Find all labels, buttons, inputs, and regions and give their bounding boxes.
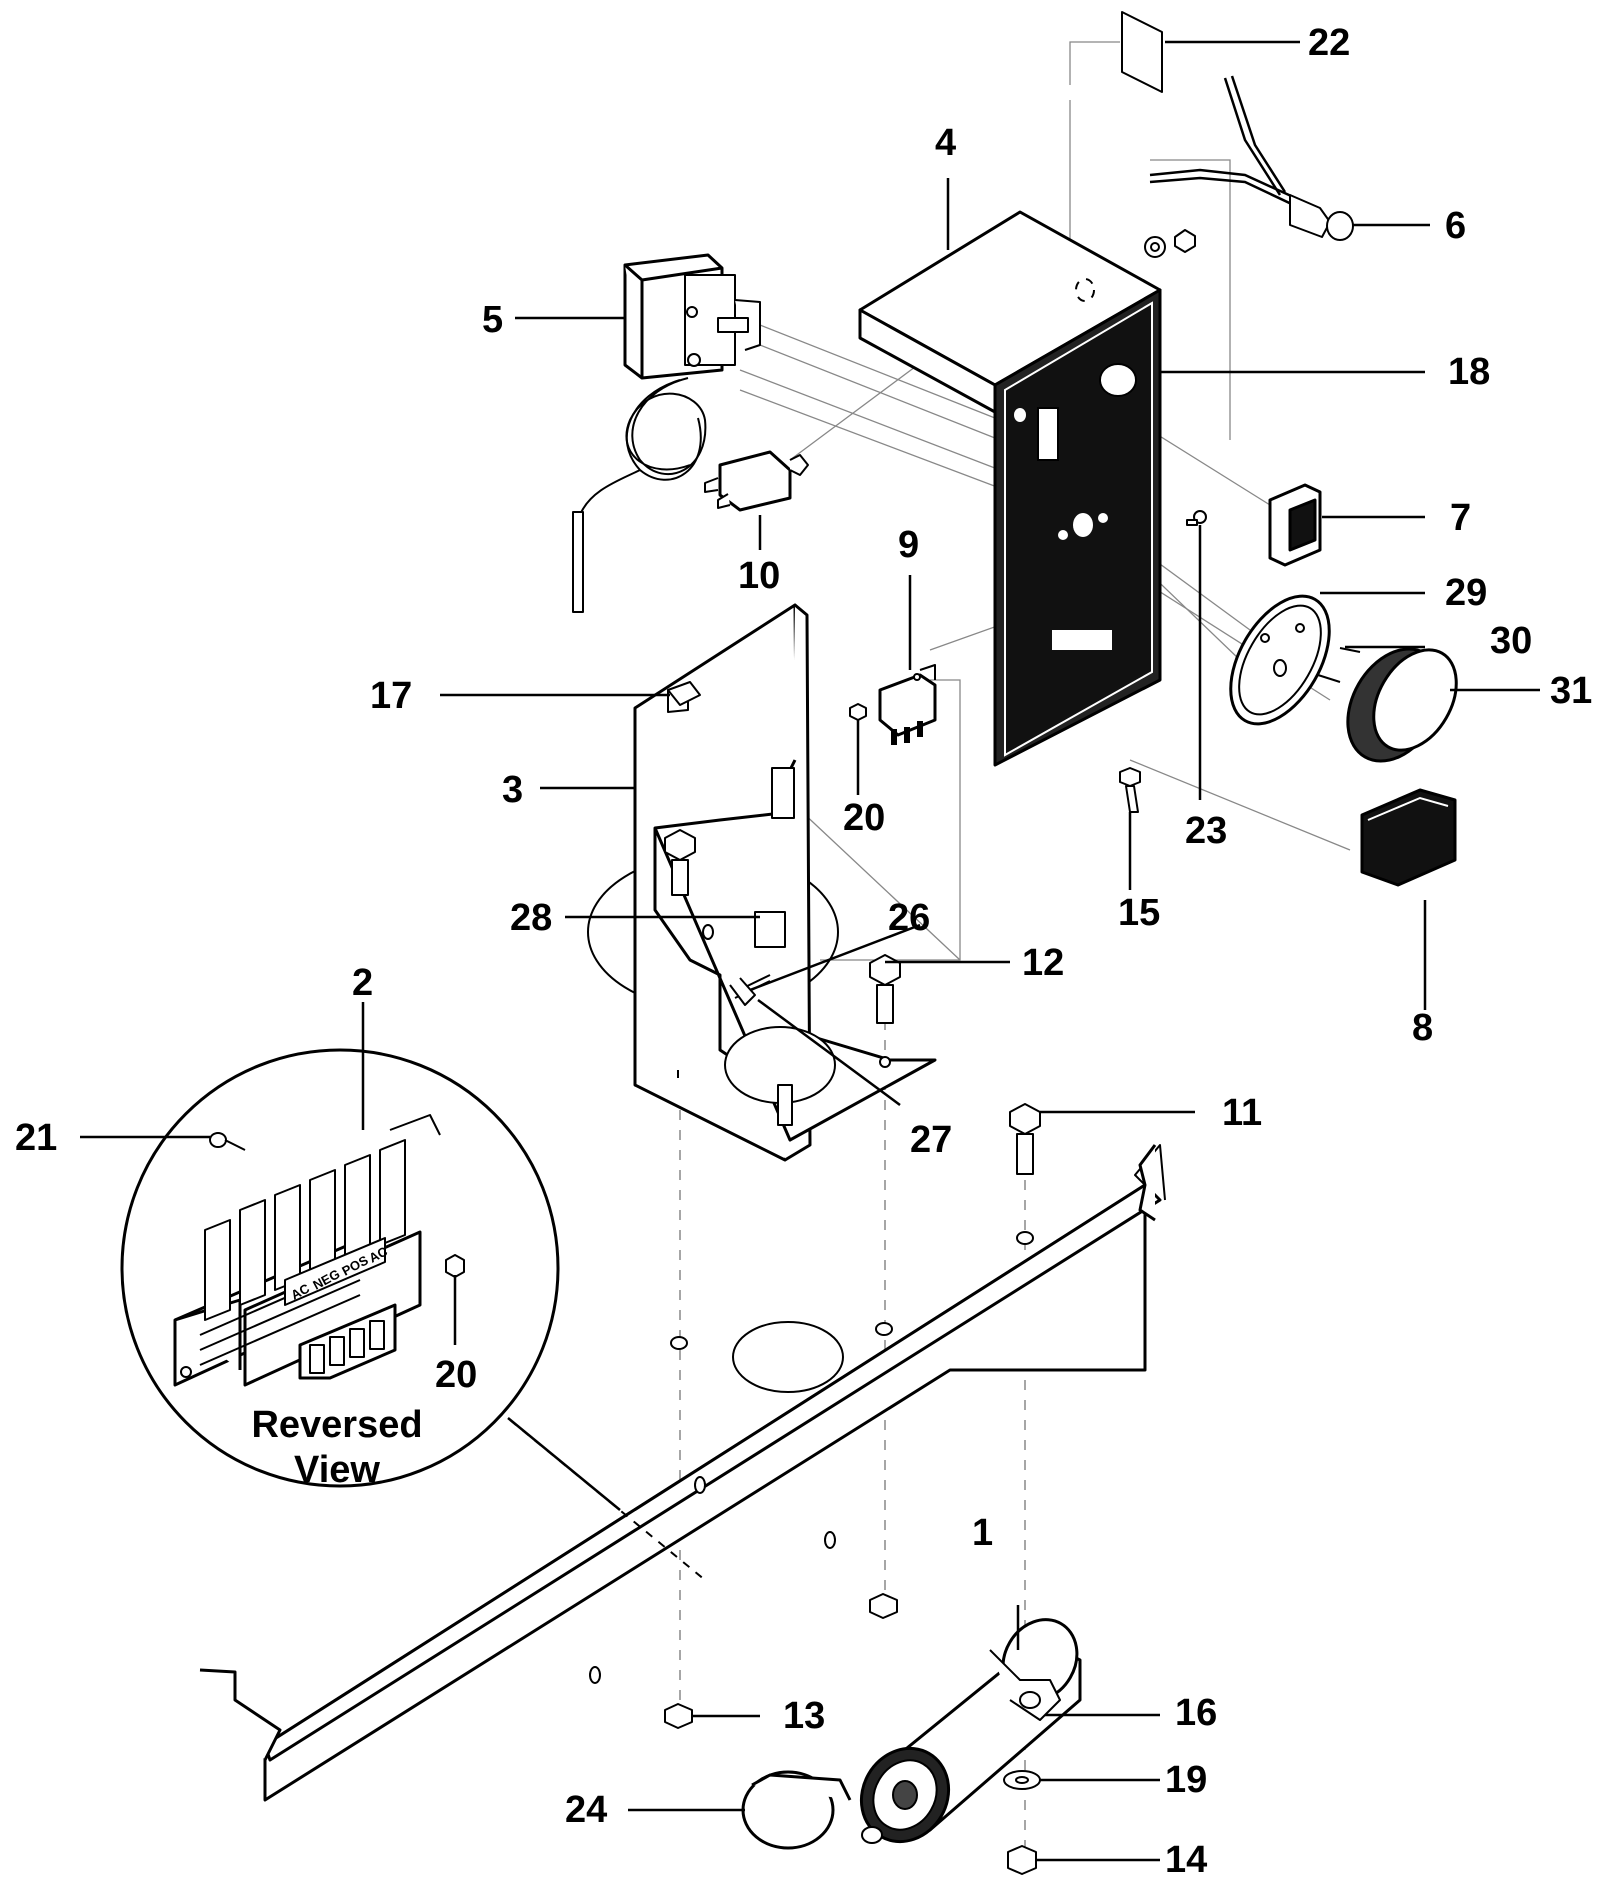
callout-21: 21: [15, 1117, 57, 1159]
callout-10: 10: [738, 555, 780, 597]
callout-20-upper: 20: [843, 797, 885, 839]
callout-3: 3: [502, 769, 523, 811]
callout-5: 5: [482, 299, 503, 341]
callout-numbers: 22 4 6 5 18 7 9 10 29 30 31 17 3 20 23 1…: [15, 22, 1592, 1881]
callout-13: 13: [783, 1695, 825, 1737]
chassis-frame: [199, 1144, 1166, 1802]
relay: [878, 664, 937, 745]
callout-28: 28: [510, 897, 552, 939]
indicator-light: [1144, 75, 1354, 258]
callout-26: 26: [888, 897, 930, 939]
callout-15: 15: [1118, 892, 1160, 934]
callout-29: 29: [1445, 572, 1487, 614]
rocker-switch: [1268, 483, 1322, 567]
callout-24: 22: [1308, 22, 1350, 64]
callout-19: 19: [1165, 1759, 1207, 1801]
callout-20-inset: 20: [435, 1354, 477, 1396]
thermostat: [572, 253, 761, 613]
inset-caption-line2: View: [294, 1449, 380, 1491]
callout-23: 24: [565, 1789, 607, 1831]
callout-31: 31: [1550, 670, 1592, 712]
callout-9: 9: [898, 524, 919, 566]
callout-4: 4: [935, 122, 956, 164]
reversed-view-inset: AC NEG POS AC Reversed View: [120, 1048, 621, 1511]
callout-17: 17: [370, 675, 412, 717]
callout-1: 1: [972, 1512, 993, 1554]
callout-6: 6: [1445, 205, 1466, 247]
sensor-module: [704, 450, 809, 512]
callout-12: 12: [1022, 942, 1064, 984]
callout-16: 16: [1175, 1692, 1217, 1734]
callout-30: 30: [1490, 620, 1532, 662]
control-box-bracket: [587, 603, 937, 1162]
fuse-holder: [1360, 788, 1457, 887]
control-panel-cover: [858, 210, 1162, 767]
fasteners: [664, 510, 1207, 1875]
callout-11: 11: [1222, 1092, 1262, 1134]
dial-assembly: [1229, 594, 1458, 763]
callout-14: 14: [1165, 1839, 1207, 1881]
callout-18: 18: [1448, 351, 1490, 393]
callout-22: 23: [1185, 810, 1227, 852]
callout-7: 7: [1450, 497, 1471, 539]
callout-leaders: [80, 40, 1540, 1862]
label-plate: [1121, 11, 1163, 93]
callout-2: 2: [352, 962, 373, 1004]
callout-8: 8: [1412, 1007, 1433, 1049]
callout-27: 27: [910, 1119, 952, 1161]
inset-caption-line1: Reversed: [251, 1404, 422, 1446]
